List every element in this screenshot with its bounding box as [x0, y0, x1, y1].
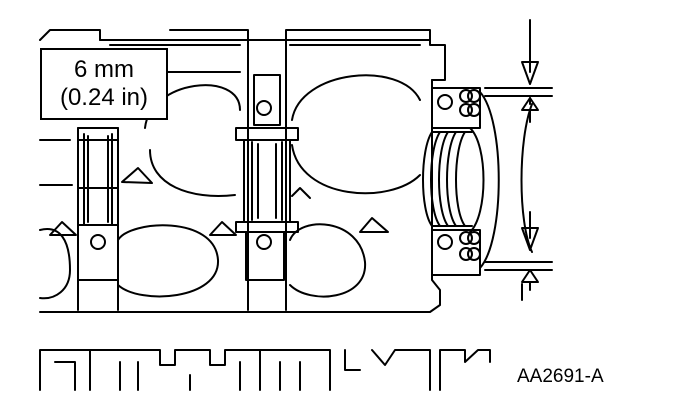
block-outline	[40, 30, 445, 312]
measurement-in: (0.24 in)	[59, 84, 149, 111]
cylinder-bores-lower	[40, 224, 365, 298]
measurement-callout: 6 mm (0.24 in)	[40, 48, 168, 120]
figure-id: AA2691-A	[517, 366, 604, 387]
measurement-mm: 6 mm	[74, 56, 134, 83]
crank-journal	[485, 88, 552, 270]
bearing-cap-center	[236, 40, 298, 310]
bearing-cap-thrust	[423, 80, 499, 275]
block-lower-section	[40, 350, 490, 390]
cylinder-bores-upper	[40, 75, 420, 196]
dimension-arrows	[522, 20, 538, 300]
bearing-cap-left	[78, 128, 118, 310]
web-triangles	[50, 168, 388, 235]
